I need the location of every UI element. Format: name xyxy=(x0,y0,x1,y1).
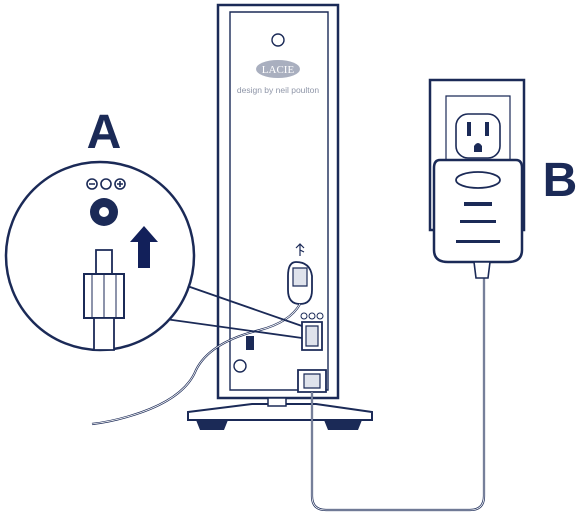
drive-stand xyxy=(187,397,373,430)
power-adapter xyxy=(432,158,524,279)
power-cable-highlight xyxy=(311,278,485,511)
adapter-indicator xyxy=(455,171,501,189)
power-socket xyxy=(90,198,118,226)
drive-top-screw xyxy=(271,33,285,47)
design-credit: design by neil poulton xyxy=(237,85,320,95)
usb-cable-plug xyxy=(287,261,313,305)
arrow-up-icon xyxy=(130,226,158,268)
power-cable-plug xyxy=(297,369,327,393)
callout-label-a: A xyxy=(87,106,122,159)
usb-cable-highlight xyxy=(91,303,301,425)
power-polarity-icon xyxy=(300,312,324,320)
hard-drive: LACIE design by neil poulton xyxy=(216,3,340,400)
drive-bottom-screw xyxy=(233,359,247,373)
power-connector-drive xyxy=(301,321,323,351)
power-plug-zoom xyxy=(83,249,125,351)
usb-icon xyxy=(295,243,305,256)
drive-switch xyxy=(246,336,254,350)
drive-logo: LACIE xyxy=(256,60,300,78)
power-polarity-icon xyxy=(86,178,126,190)
zoom-callout xyxy=(4,160,303,352)
callout-label-b: B xyxy=(543,154,578,207)
drive-logo-text: LACIE xyxy=(262,64,295,76)
